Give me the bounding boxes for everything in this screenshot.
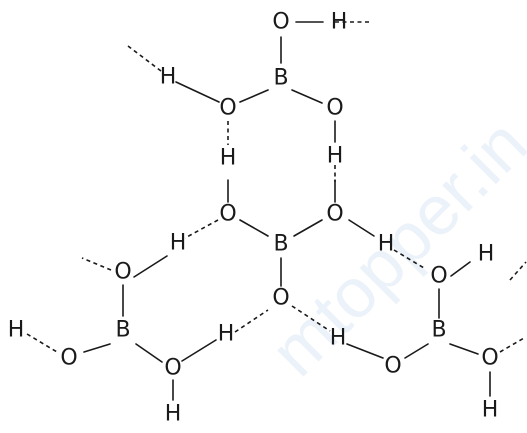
atom-oxygen: O — [272, 10, 289, 35]
atom-hydrogen: H — [165, 402, 182, 427]
atom-hydrogen: H — [327, 144, 344, 169]
atom-hydrogen: H — [331, 10, 348, 35]
atom-oxygen: O — [164, 356, 181, 381]
atom-oxygen: O — [481, 346, 498, 371]
bond-lines — [83, 21, 491, 401]
atom-boron: B — [115, 318, 130, 343]
atom-boron: B — [273, 66, 288, 91]
hydrogen-bond-lines — [26, 21, 527, 353]
atom-hydrogen: H — [330, 326, 347, 351]
atom-oxygen: O — [219, 202, 236, 227]
atom-oxygen: O — [60, 346, 77, 371]
atom-oxygen: O — [219, 96, 236, 121]
atom-hydrogen: H — [482, 398, 499, 423]
atom-hydrogen: H — [170, 231, 187, 256]
atom-hydrogen: H — [218, 322, 235, 347]
atom-oxygen: O — [114, 260, 131, 285]
atom-oxygen: O — [384, 354, 401, 379]
atom-oxygen: O — [430, 264, 447, 289]
atom-hydrogen: H — [378, 232, 395, 257]
atom-oxygen: O — [272, 286, 289, 311]
atom-hydrogen: H — [160, 65, 177, 90]
atom-hydrogen: H — [8, 318, 25, 343]
atom-hydrogen: H — [220, 146, 237, 171]
atom-hydrogen: H — [478, 242, 495, 267]
atom-oxygen: O — [326, 202, 343, 227]
atom-boron: B — [273, 232, 288, 257]
atom-oxygen: O — [326, 96, 343, 121]
atom-boron: B — [431, 318, 446, 343]
